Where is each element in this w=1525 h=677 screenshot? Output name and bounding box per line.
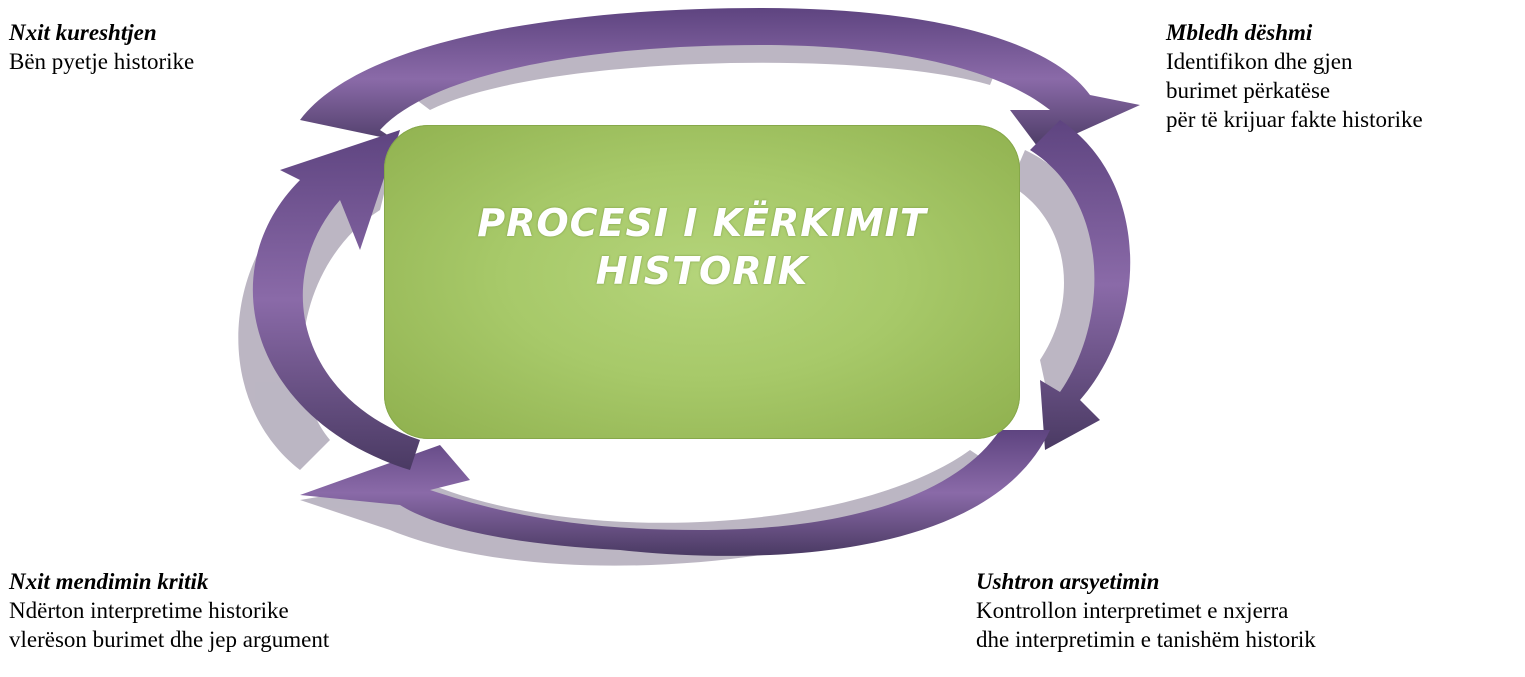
caption-line: vlerëson burimet dhe jep argument — [9, 627, 330, 652]
caption-heading: Ushtron arsyetimin — [976, 569, 1160, 594]
caption-line: Identifikon dhe gjen — [1166, 49, 1353, 74]
caption-line: Bën pyetje historike — [9, 49, 195, 74]
center-title-line2: HISTORIK — [595, 249, 809, 293]
caption-line: dhe interpretimin e tanishëm historik — [976, 627, 1316, 652]
caption-heading: Mbledh dëshmi — [1166, 20, 1313, 45]
caption-line: për të krijuar fakte historike — [1166, 107, 1423, 132]
center-box: PROCESI I KËRKIMIT HISTORIK — [384, 125, 1020, 439]
caption-heading: Nxit mendimin kritik — [9, 569, 209, 594]
caption-bottom-left: Nxit mendimin kritik Ndërton interpretim… — [9, 567, 329, 654]
center-title: PROCESI I KËRKIMIT HISTORIK — [442, 199, 962, 295]
caption-heading: Nxit kureshtjen — [9, 20, 157, 45]
center-title-line1: PROCESI I KËRKIMIT — [477, 201, 927, 245]
top-arrow — [300, 8, 1140, 150]
right-arrow — [1030, 120, 1131, 450]
left-arrow — [252, 130, 420, 470]
bottom-arrow — [300, 430, 1050, 556]
caption-line: Ndërton interpretime historike — [9, 598, 289, 623]
caption-line: burimet përkatëse — [1166, 78, 1331, 103]
caption-top-left: Nxit kureshtjen Bën pyetje historike — [9, 18, 194, 76]
caption-top-right: Mbledh dëshmi Identifikon dhe gjen burim… — [1166, 18, 1423, 134]
caption-bottom-right: Ushtron arsyetimin Kontrollon interpreti… — [976, 567, 1316, 654]
caption-line: Kontrollon interpretimet e nxjerra — [976, 598, 1289, 623]
